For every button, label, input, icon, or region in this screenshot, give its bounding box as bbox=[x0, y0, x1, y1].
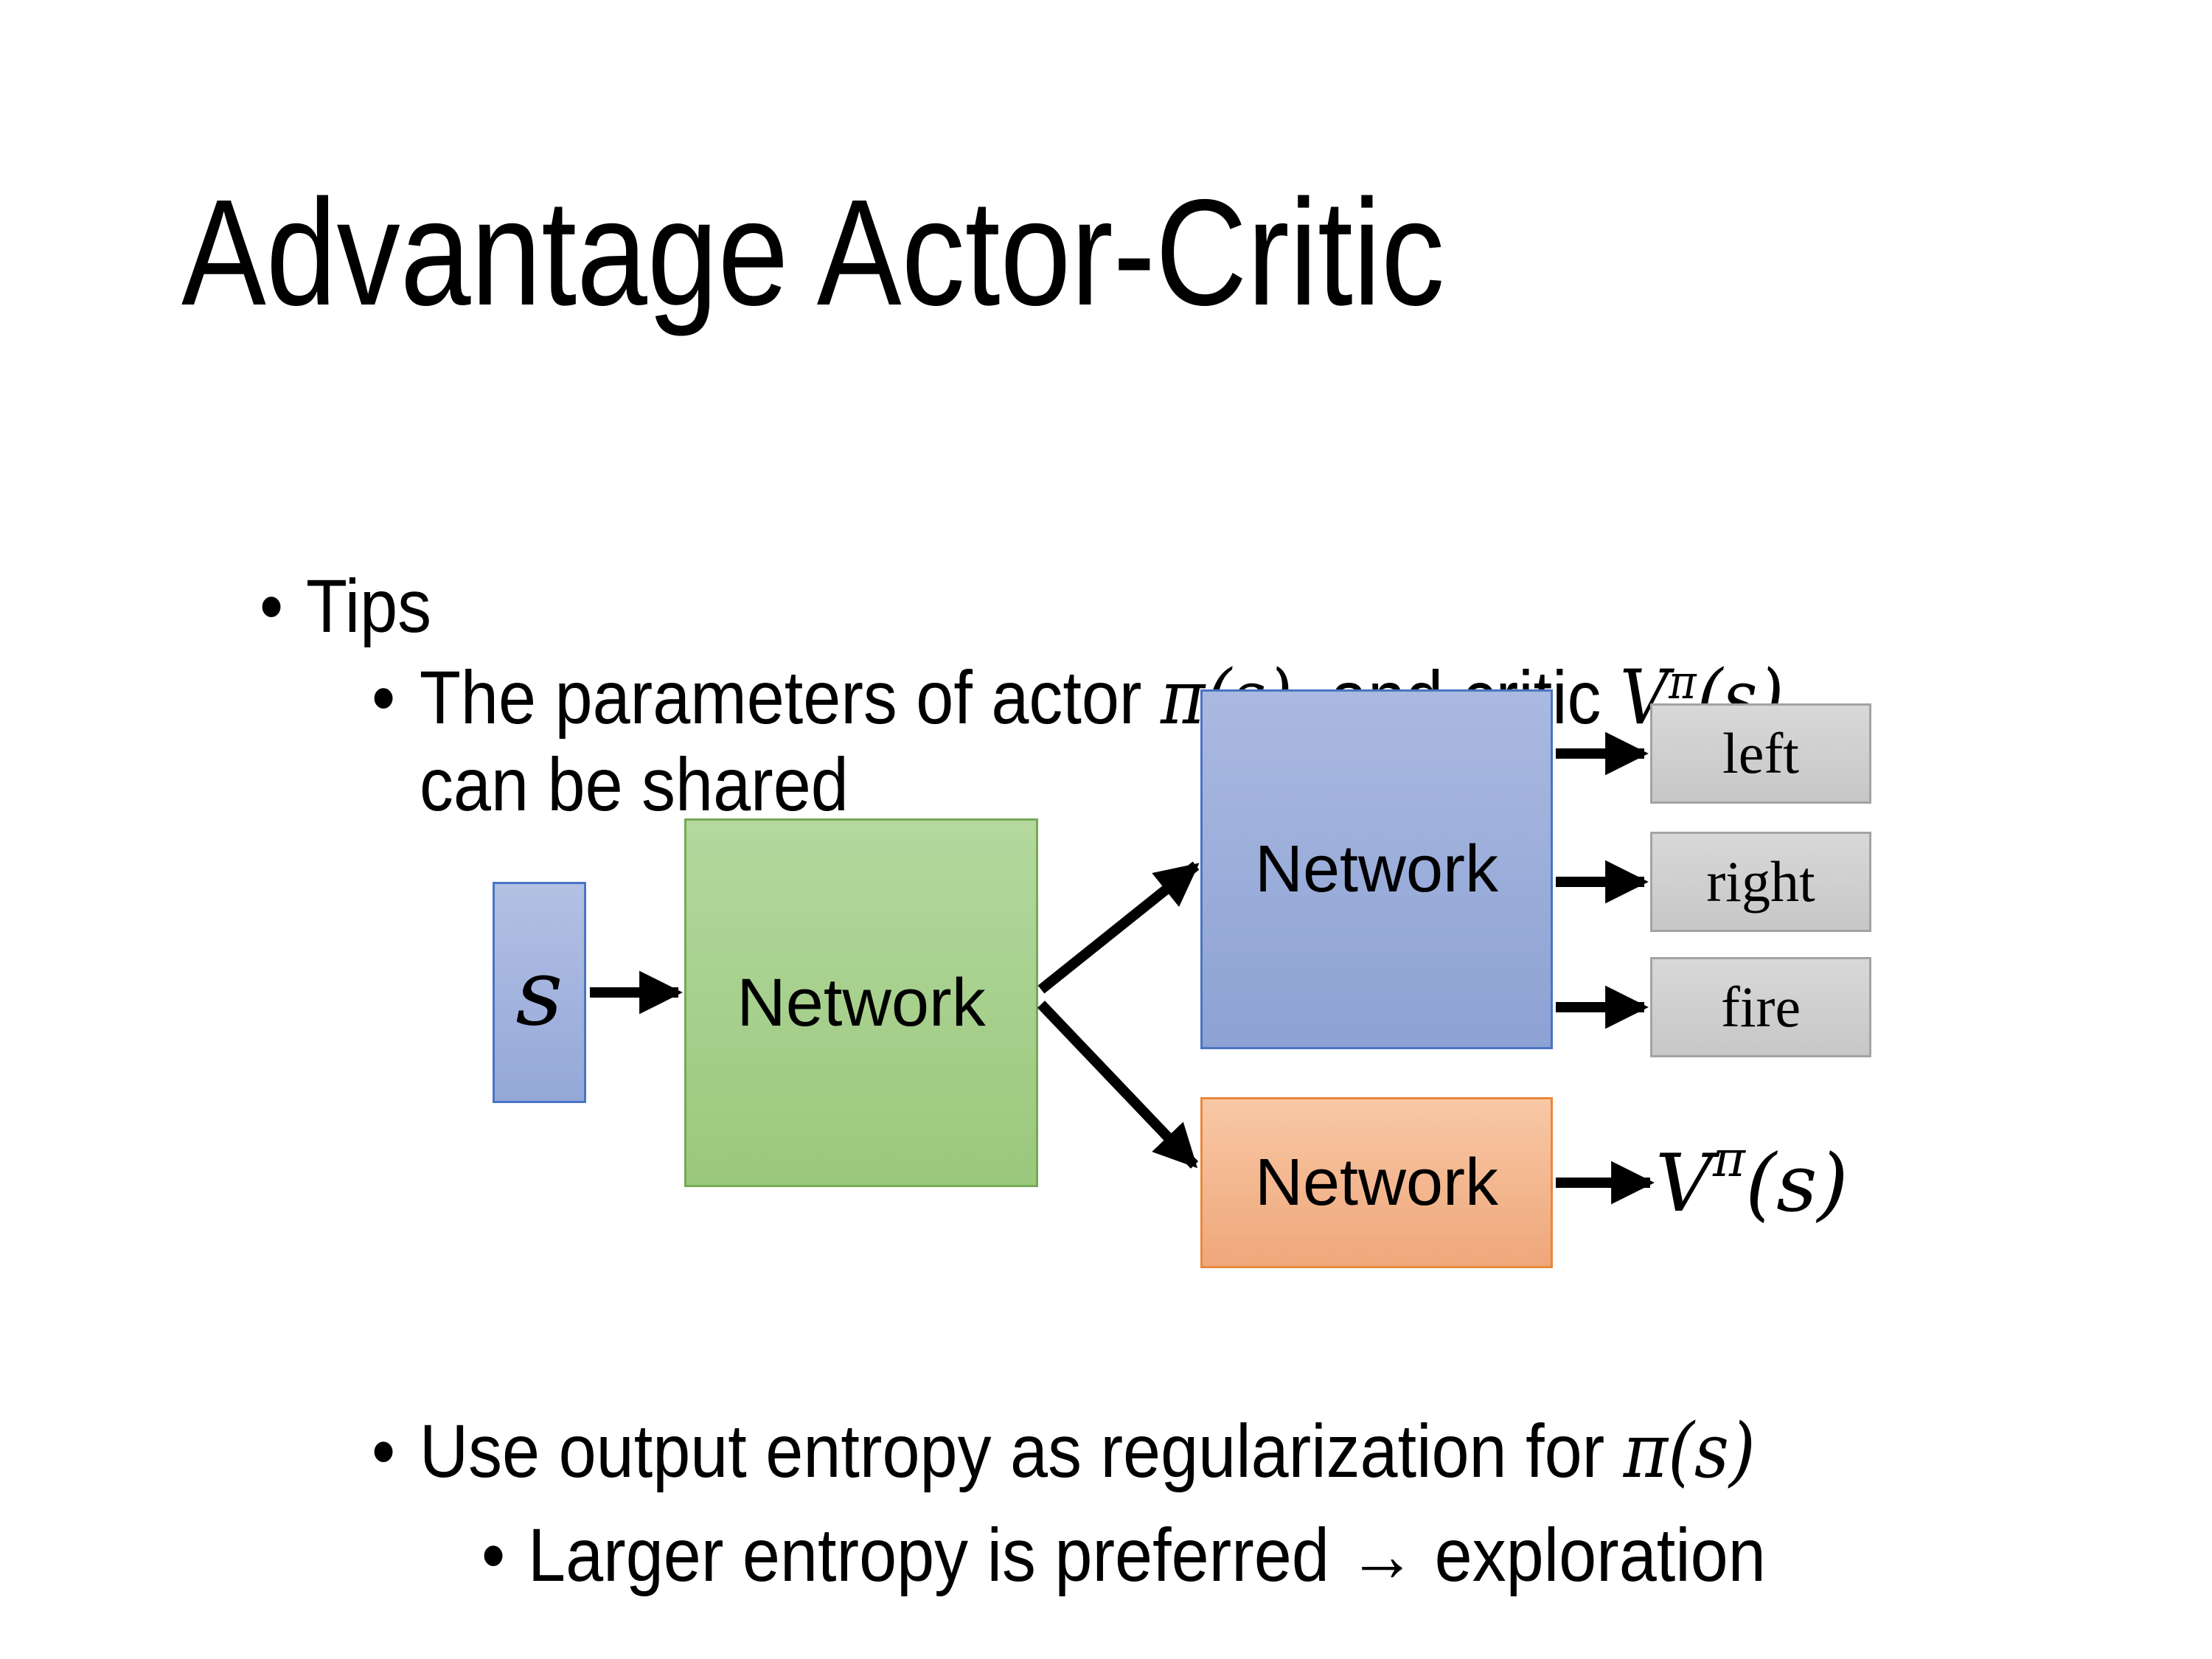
larger-entropy-text: Larger entropy is preferred → exploratio… bbox=[528, 1513, 1766, 1598]
entropy-regularization-text: Use output entropy as regularization for bbox=[419, 1409, 1624, 1494]
critic-network-label: Network bbox=[1254, 1145, 1499, 1220]
critic-value-math-sup: π bbox=[1669, 654, 1697, 709]
critic-output-args: (s) bbox=[1745, 1137, 1848, 1230]
critic-output-base: V bbox=[1655, 1137, 1713, 1230]
action-fire-label: fire bbox=[1720, 975, 1801, 1039]
bullet-tips: •Tips bbox=[184, 473, 431, 740]
action-left-label: left bbox=[1722, 721, 1799, 785]
actor-network-label: Network bbox=[1254, 832, 1499, 906]
bullet-dot: • bbox=[372, 1409, 396, 1494]
bullet-larger-entropy: • Larger entropy is preferred → explorati… bbox=[406, 1422, 1766, 1659]
bullet-entropy-regularization: • Use output entropy as regularization fo… bbox=[296, 1318, 1756, 1585]
bullet-dot: • bbox=[260, 564, 284, 649]
shared-network-label: Network bbox=[737, 964, 986, 1040]
policy-math: π(s) bbox=[1623, 1408, 1756, 1496]
bullet-dot: • bbox=[481, 1513, 506, 1598]
bullet-dot: • bbox=[372, 655, 396, 740]
action-box-left: left bbox=[1650, 703, 1871, 804]
action-box-right: right bbox=[1650, 832, 1871, 932]
state-label: s bbox=[515, 939, 563, 1046]
state-input-box: s bbox=[493, 882, 586, 1103]
bullet-tips-label: Tips bbox=[306, 564, 432, 649]
critic-output-sup: π bbox=[1713, 1130, 1746, 1188]
actor-network-box: Network bbox=[1200, 689, 1553, 1049]
action-box-fire: fire bbox=[1650, 957, 1871, 1057]
arrow-shared-to-critic-network bbox=[1037, 1001, 1199, 1169]
critic-network-box: Network bbox=[1200, 1097, 1553, 1268]
page-title: Advantage Actor-Critic bbox=[181, 168, 1445, 337]
bullet-shared-parameters-line2: can be shared bbox=[344, 652, 849, 918]
shared-parameters-line2-text: can be shared bbox=[420, 742, 849, 827]
shared-parameters-text: The parameters of actor bbox=[419, 655, 1161, 740]
arrow-shared-to-actor-network bbox=[1037, 861, 1200, 994]
shared-network-box: Network bbox=[684, 818, 1038, 1187]
action-right-label: right bbox=[1706, 849, 1815, 914]
